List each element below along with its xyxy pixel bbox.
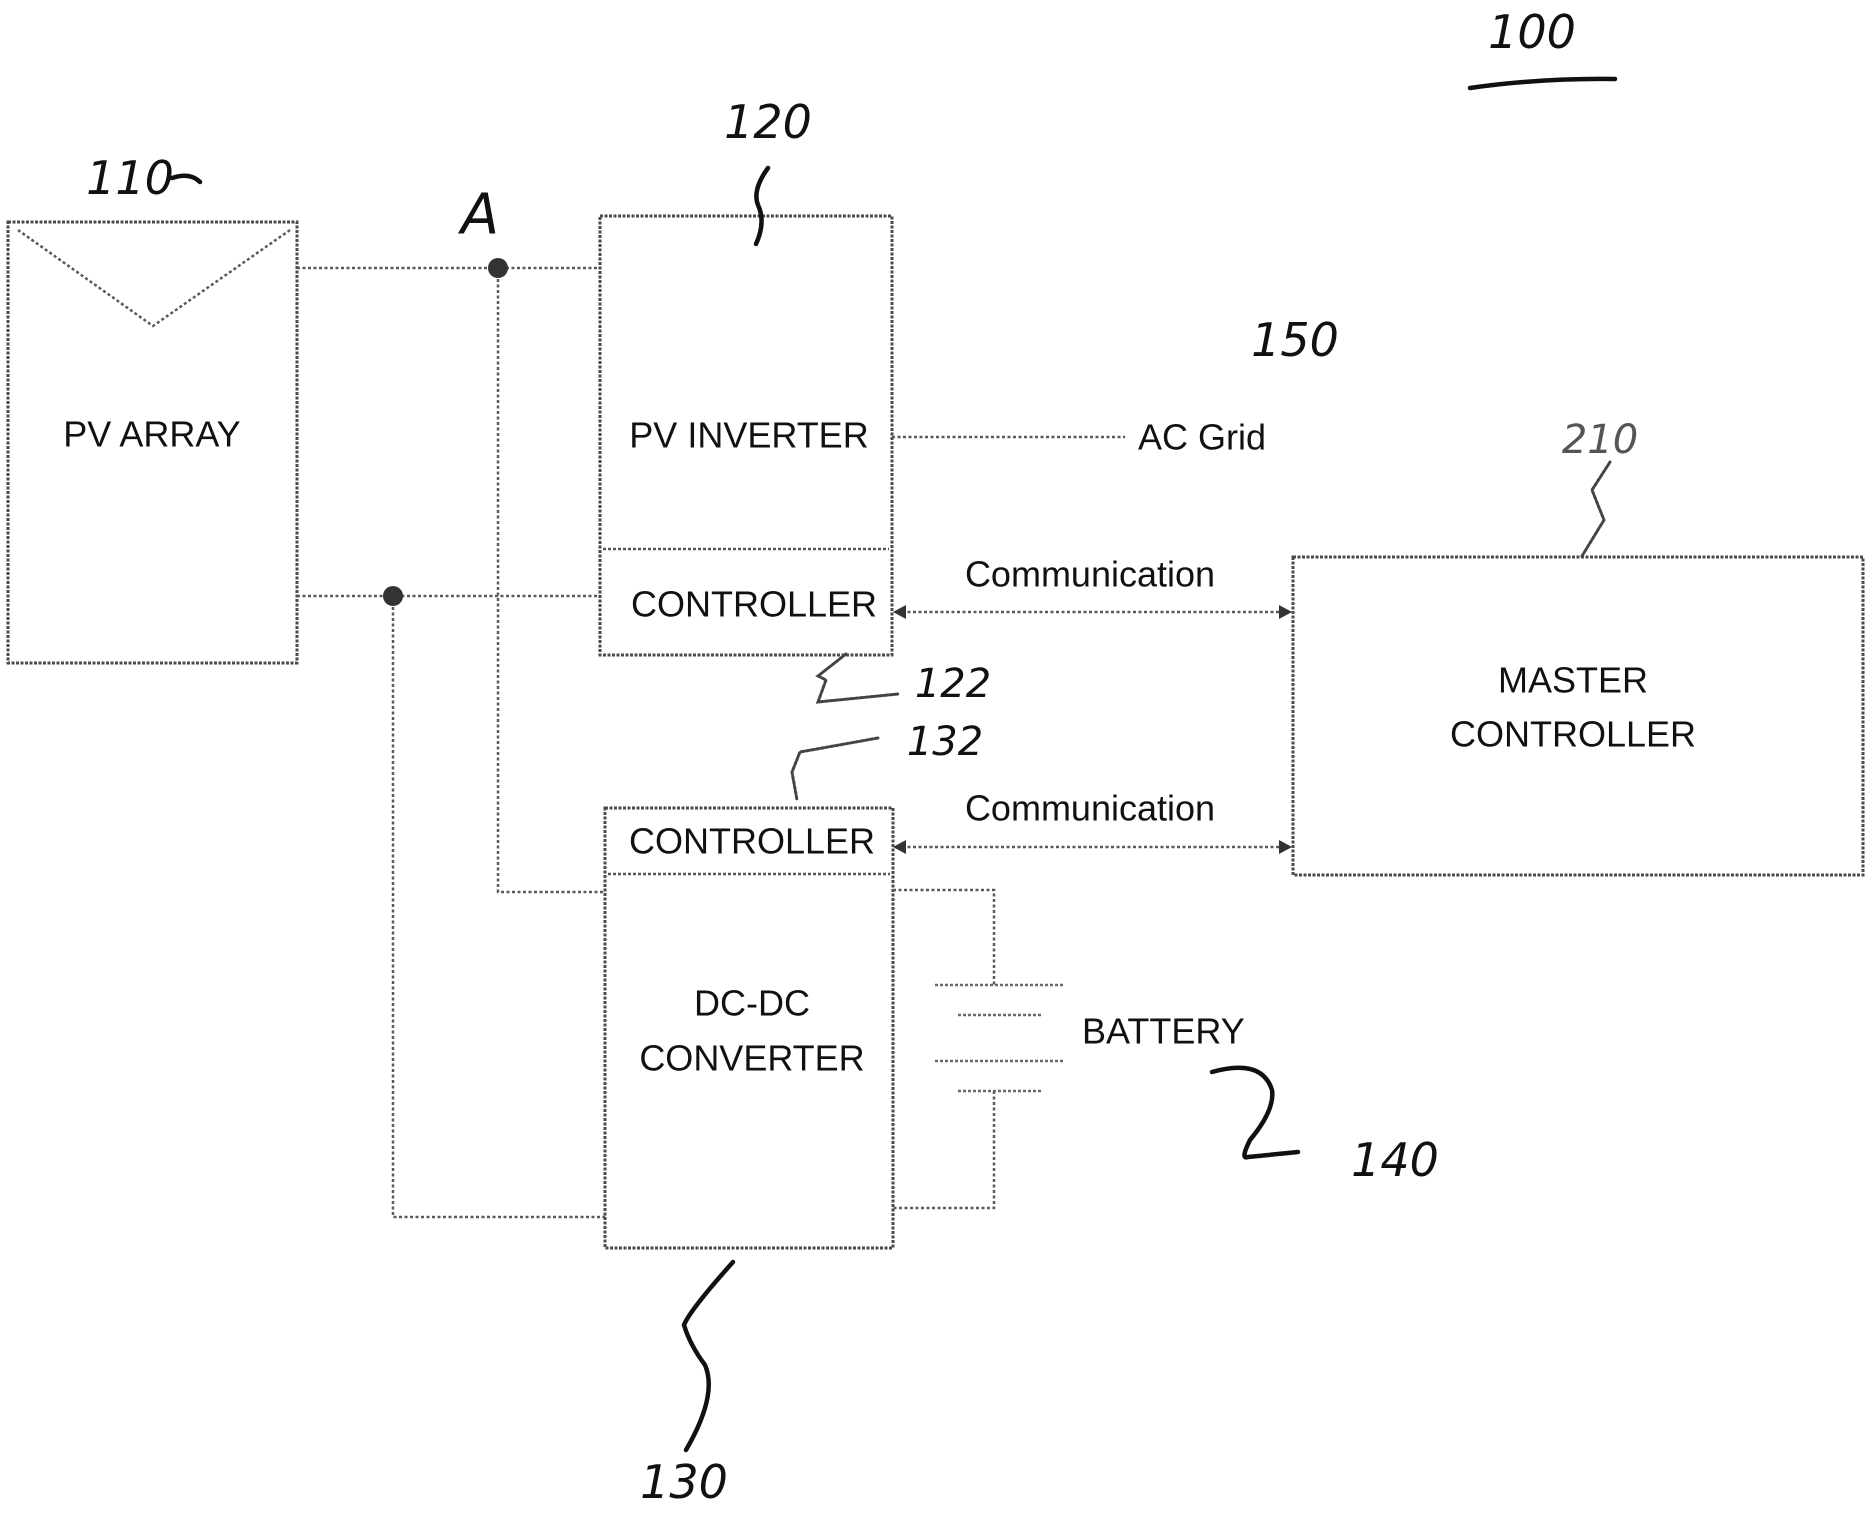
dc-dc-converter-box[interactable] [603,806,895,1250]
converter-controller-ref-label: 132 [907,719,983,765]
wire-negative-to-converter [391,596,605,1219]
converter-controller-ref-leader [790,736,880,802]
arrow-right-icon [1279,840,1292,854]
pv-inverter-ref-label: 120 [724,95,812,149]
ac-grid-ref-label: 150 [1251,313,1339,367]
dc-dc-label-line2: CONVERTER [639,1038,864,1079]
arrow-left-icon [893,605,906,619]
pv-inverter-block[interactable]: PV INVERTER CONTROLLER [598,214,894,657]
battery-ref-label: 140 [1351,1133,1439,1187]
pv-inverter-label: PV INVERTER [629,415,868,456]
master-controller-box[interactable] [1291,555,1865,877]
pv-array-block[interactable]: PV ARRAY [6,220,299,665]
pv-array-ref-label: 110 [86,151,174,205]
master-controller-ref-leader [1580,460,1612,558]
battery-block[interactable]: BATTERY [893,888,1245,1210]
inverter-communication-link: Communication [893,554,1292,619]
dc-dc-label-line1: DC-DC [694,983,810,1024]
ac-grid-label: AC Grid [1138,417,1266,458]
converter-ref-leader [681,1259,736,1453]
pv-array-box[interactable] [6,220,299,665]
master-controller-block[interactable]: MASTER CONTROLLER [1291,555,1865,877]
arrow-left-icon [893,840,906,854]
master-controller-label-line2: CONTROLLER [1450,714,1696,755]
battery-wire-negative [893,1091,996,1210]
converter-ref-label: 130 [640,1455,728,1509]
inverter-comm-label: Communication [965,554,1215,595]
inverter-controller-ref-leader [815,652,900,704]
figure-number-label: 100 [1488,5,1576,59]
dc-dc-converter-block[interactable]: CONTROLLER DC-DC CONVERTER [603,806,895,1250]
battery-wire-positive [893,888,996,985]
arrow-right-icon [1279,605,1292,619]
node-a-junction [488,258,508,278]
pv-array-label: PV ARRAY [63,414,240,455]
battery-label: BATTERY [1082,1011,1245,1052]
figure-reference: 100 [1467,5,1618,91]
master-controller-label-line1: MASTER [1498,660,1648,701]
converter-controller-label: CONTROLLER [629,821,875,862]
battery-ref-leader [1209,1065,1301,1160]
figure-number-underline [1467,76,1618,91]
negative-junction [383,586,403,606]
converter-comm-label: Communication [965,788,1215,829]
wire-node-a-to-converter [496,268,605,894]
converter-communication-link: Communication [893,788,1292,854]
node-a-label: A [458,183,499,248]
pv-inverter-box[interactable] [598,214,894,657]
inverter-controller-ref-label: 122 [915,661,991,707]
pv-array-ref-leader [169,173,203,185]
pv-inverter-ref-leader [753,165,771,247]
master-controller-ref-label: 210 [1562,417,1638,463]
pv-panel-symbol-icon [17,228,291,328]
pv-inverter-controller-label: CONTROLLER [631,584,877,625]
